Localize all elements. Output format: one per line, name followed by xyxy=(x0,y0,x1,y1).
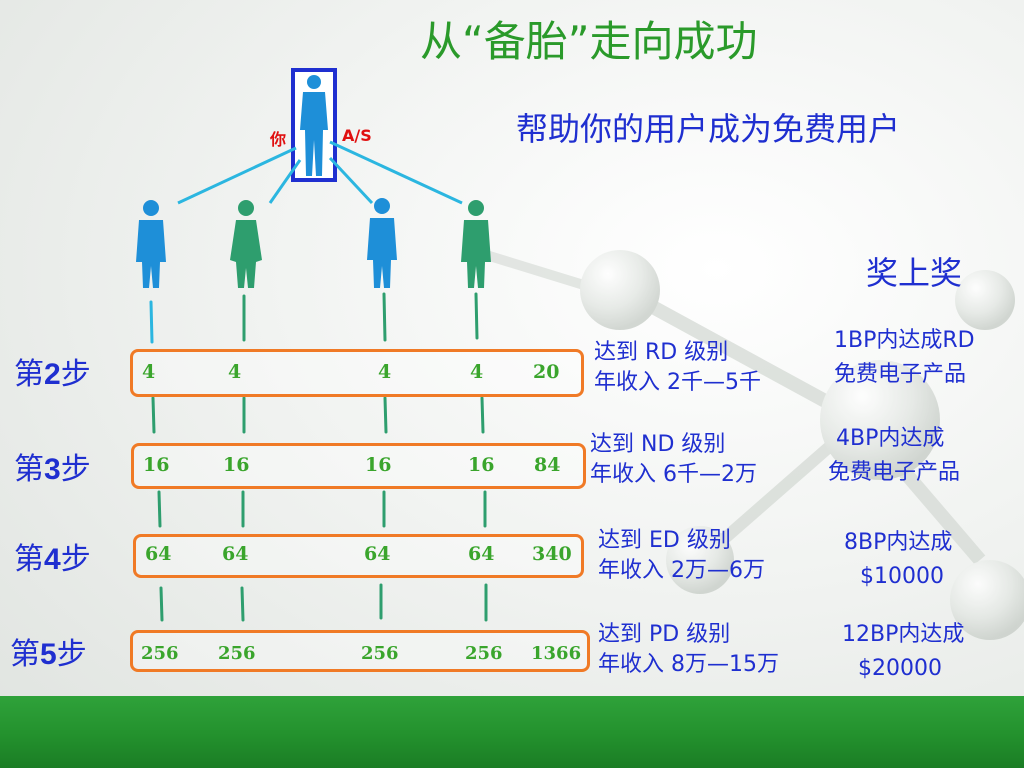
row-total: 340 xyxy=(532,543,572,565)
step-label-4: 第4步 xyxy=(14,542,91,577)
reward-condition: 8BP内达成 xyxy=(844,530,953,555)
step-label-3: 第3步 xyxy=(14,452,91,487)
level-info: 达到 PD 级别 年收入 8万—15万 xyxy=(598,620,779,680)
you-label: 你 xyxy=(270,130,287,149)
row-total: 20 xyxy=(533,361,560,383)
row-value: 64 xyxy=(468,543,495,565)
row-value: 16 xyxy=(365,454,392,476)
person-icon-2 xyxy=(230,200,262,288)
step-label-5: 第5步 xyxy=(10,637,87,672)
annual-income: 年收入 2万—6万 xyxy=(598,558,765,583)
reward-condition: 1BP内达成RD xyxy=(834,328,975,353)
row-value: 4 xyxy=(228,361,242,383)
step-row-box xyxy=(133,534,584,578)
row-value: 4 xyxy=(142,361,156,383)
step-row-box xyxy=(131,443,586,489)
level-info: 达到 ED 级别 年收入 2万—6万 xyxy=(598,526,765,586)
row-value: 4 xyxy=(378,361,392,383)
step-row-box xyxy=(130,630,590,672)
row-value: 64 xyxy=(145,543,172,565)
bonus-title: 奖上奖 xyxy=(866,254,963,292)
level-info: 达到 RD 级别 年收入 2千—5千 xyxy=(594,338,761,398)
annual-income: 年收入 8万—15万 xyxy=(598,652,779,677)
top-person-icon xyxy=(300,75,328,176)
row-value: 16 xyxy=(223,454,250,476)
row-value: 16 xyxy=(468,454,495,476)
row-value: 256 xyxy=(465,643,503,664)
reward-condition: 12BP内达成 xyxy=(842,622,965,647)
level-requirement: 达到 ND 级别 xyxy=(590,432,726,457)
page-subtitle: 帮助你的用户成为免费用户 xyxy=(516,110,901,148)
reward: 1BP内达成RD 免费电子产品 xyxy=(834,324,975,392)
person-icon-4 xyxy=(461,200,491,288)
reward-prize: $10000 xyxy=(860,564,944,589)
as-label: A/S xyxy=(342,126,372,145)
row-value: 256 xyxy=(218,643,256,664)
person-icon-1 xyxy=(136,200,166,288)
reward: 8BP内达成 $10000 xyxy=(844,526,952,594)
reward-prize: 免费电子产品 xyxy=(828,460,961,485)
row-total: 84 xyxy=(534,454,561,476)
row-value: 4 xyxy=(470,361,484,383)
person-icon-3 xyxy=(367,198,397,288)
row-value: 64 xyxy=(222,543,249,565)
row-value: 256 xyxy=(141,643,179,664)
step-label-2: 第2步 xyxy=(14,357,91,392)
row-value: 256 xyxy=(361,643,399,664)
footer-band xyxy=(0,696,1024,768)
row-value: 16 xyxy=(143,454,170,476)
reward-condition: 4BP内达成 xyxy=(836,426,945,451)
reward-prize: $20000 xyxy=(858,656,942,681)
step-row-box xyxy=(130,349,584,397)
level-requirement: 达到 ED 级别 xyxy=(598,528,731,553)
reward: 12BP内达成 $20000 xyxy=(842,618,964,686)
level-requirement: 达到 PD 级别 xyxy=(598,622,731,647)
level-info: 达到 ND 级别 年收入 6千—2万 xyxy=(590,430,757,490)
annual-income: 年收入 6千—2万 xyxy=(590,462,757,487)
row-value: 64 xyxy=(364,543,391,565)
reward-prize: 免费电子产品 xyxy=(834,362,967,387)
reward: 4BP内达成 免费电子产品 xyxy=(828,422,960,490)
level-requirement: 达到 RD 级别 xyxy=(594,340,729,365)
page-title: 从“备胎”走向成功 xyxy=(420,17,758,66)
row-total: 1366 xyxy=(531,643,582,664)
annual-income: 年收入 2千—5千 xyxy=(594,370,761,395)
